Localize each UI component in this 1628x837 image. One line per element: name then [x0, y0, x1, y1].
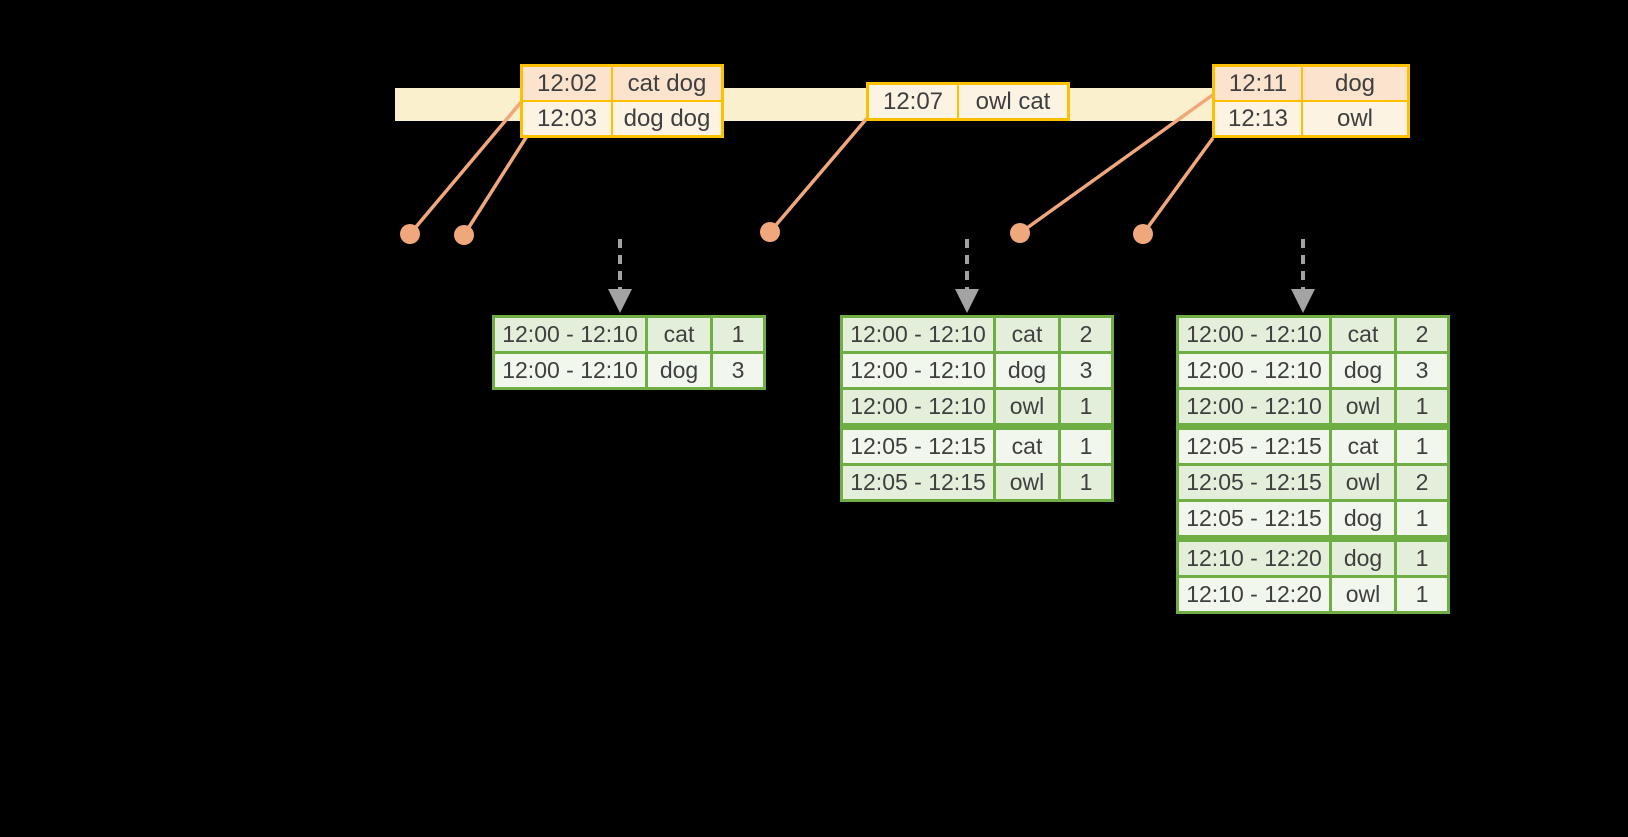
window-range: 12:00 - 12:10: [1176, 387, 1332, 428]
result-row: 12:05 - 12:15 cat 1: [840, 423, 1114, 466]
result-row: 12:00 - 12:10 dog 3: [492, 351, 766, 390]
window-trigger-arrow-icon: [608, 239, 632, 313]
window-range: 12:05 - 12:15: [1176, 499, 1332, 540]
word-count: 1: [710, 315, 766, 354]
window-range: 12:00 - 12:10: [1176, 315, 1332, 354]
event-marker-dot: [760, 222, 780, 242]
word-key: cat: [1329, 315, 1397, 354]
event-words: owl: [1301, 100, 1410, 138]
word-key: cat: [993, 315, 1061, 354]
result-row: 12:00 - 12:10 dog 3: [840, 351, 1114, 390]
window-range: 12:05 - 12:15: [840, 423, 996, 466]
word-count: 1: [1394, 423, 1450, 466]
word-count: 2: [1394, 315, 1450, 354]
result-row: 12:10 - 12:20 dog 1: [1176, 535, 1450, 578]
event-connector-line: [1141, 136, 1215, 236]
result-row: 12:00 - 12:10 dog 3: [1176, 351, 1450, 390]
event-time: 12:02: [520, 64, 613, 102]
result-row: 12:00 - 12:10 owl 1: [1176, 387, 1450, 428]
word-count: 2: [1058, 315, 1114, 354]
window-range: 12:00 - 12:10: [840, 315, 996, 354]
result-row: 12:05 - 12:15 cat 1: [1176, 423, 1450, 466]
word-count: 1: [1394, 535, 1450, 578]
word-count: 3: [1058, 351, 1114, 390]
window-range: 12:00 - 12:10: [492, 315, 648, 354]
word-key: cat: [645, 315, 713, 354]
window-range: 12:00 - 12:10: [492, 351, 648, 390]
word-key: dog: [645, 351, 713, 390]
word-count: 1: [1058, 463, 1114, 502]
window-range: 12:05 - 12:15: [840, 463, 996, 502]
word-key: dog: [1329, 351, 1397, 390]
window-range: 12:05 - 12:15: [1176, 463, 1332, 502]
result-row: 12:05 - 12:15 owl 1: [840, 463, 1114, 502]
word-count: 1: [1058, 423, 1114, 466]
event-time: 12:03: [520, 100, 613, 138]
window-range: 12:05 - 12:15: [1176, 423, 1332, 466]
result-row: 12:10 - 12:20 owl 1: [1176, 575, 1450, 614]
event-row: 12:11 dog: [1212, 64, 1410, 102]
word-key: cat: [993, 423, 1061, 466]
word-key: dog: [1329, 535, 1397, 578]
event-row: 12:07 owl cat: [866, 82, 1070, 121]
word-count: 1: [1058, 387, 1114, 428]
word-key: owl: [1329, 575, 1397, 614]
event-time: 12:11: [1212, 64, 1303, 102]
window-range: 12:00 - 12:10: [840, 387, 996, 428]
event-marker-dot: [1133, 224, 1153, 244]
result-row: 12:00 - 12:10 cat 1: [492, 315, 766, 354]
window-range: 12:00 - 12:10: [1176, 351, 1332, 390]
result-table-2: 12:00 - 12:10 cat 2 12:00 - 12:10 dog 3 …: [840, 315, 1114, 502]
event-time: 12:07: [866, 82, 959, 121]
word-count: 3: [1394, 351, 1450, 390]
event-table-1: 12:02 cat dog 12:03 dog dog: [520, 64, 724, 138]
window-range: 12:10 - 12:20: [1176, 575, 1332, 614]
window-range: 12:00 - 12:10: [840, 351, 996, 390]
word-key: owl: [993, 387, 1061, 428]
event-words: dog dog: [611, 100, 724, 138]
result-row: 12:05 - 12:15 owl 2: [1176, 463, 1450, 502]
event-connector-line: [768, 115, 870, 234]
word-count: 1: [1394, 387, 1450, 428]
word-key: owl: [1329, 463, 1397, 502]
word-count: 3: [710, 351, 766, 390]
result-row: 12:00 - 12:10 owl 1: [840, 387, 1114, 428]
event-row: 12:13 owl: [1212, 100, 1410, 138]
result-row: 12:00 - 12:10 cat 2: [840, 315, 1114, 354]
word-count: 2: [1394, 463, 1450, 502]
word-key: owl: [993, 463, 1061, 502]
word-key: cat: [1329, 423, 1397, 466]
event-words: dog: [1301, 64, 1410, 102]
window-range: 12:10 - 12:20: [1176, 535, 1332, 578]
window-trigger-arrow-icon: [1291, 239, 1315, 313]
event-words: cat dog: [611, 64, 724, 102]
event-marker-dot: [400, 224, 420, 244]
window-trigger-arrow-icon: [955, 239, 979, 313]
word-key: dog: [1329, 499, 1397, 540]
event-row: 12:03 dog dog: [520, 100, 724, 138]
event-time: 12:13: [1212, 100, 1303, 138]
word-count: 1: [1394, 575, 1450, 614]
event-table-2: 12:07 owl cat: [866, 82, 1070, 121]
event-table-3: 12:11 dog 12:13 owl: [1212, 64, 1410, 138]
event-row: 12:02 cat dog: [520, 64, 724, 102]
event-marker-dot: [454, 225, 474, 245]
event-words: owl cat: [957, 82, 1070, 121]
word-count: 1: [1394, 499, 1450, 540]
result-row: 12:05 - 12:15 dog 1: [1176, 499, 1450, 540]
event-connector-line: [1018, 92, 1216, 235]
result-row: 12:00 - 12:10 cat 2: [1176, 315, 1450, 354]
result-table-1: 12:00 - 12:10 cat 1 12:00 - 12:10 dog 3: [492, 315, 766, 390]
result-table-3: 12:00 - 12:10 cat 2 12:00 - 12:10 dog 3 …: [1176, 315, 1450, 614]
event-marker-dot: [1010, 223, 1030, 243]
word-key: dog: [993, 351, 1061, 390]
word-key: owl: [1329, 387, 1397, 428]
event-connector-line: [408, 99, 524, 236]
event-connector-line: [462, 135, 529, 236]
